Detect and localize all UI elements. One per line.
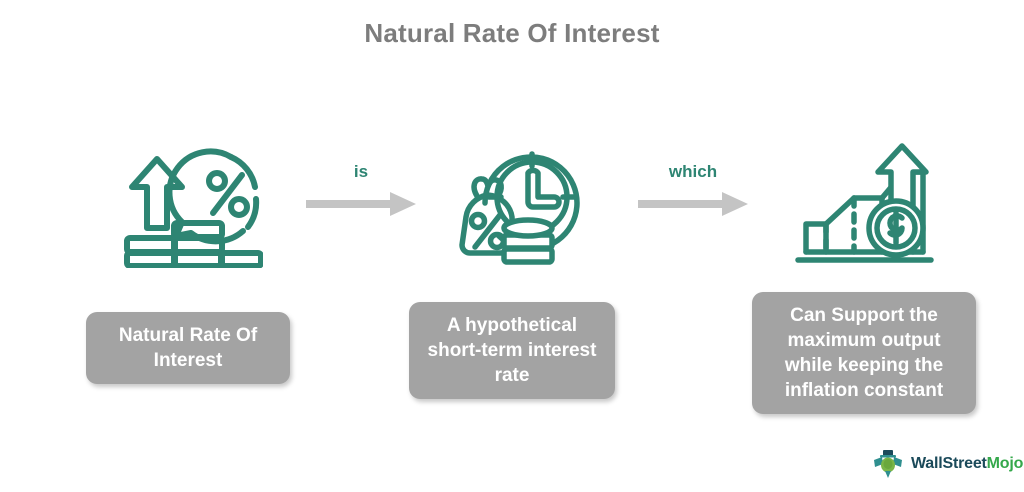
- flow-stage-3: Can Support the maximum output while kee…: [734, 140, 994, 414]
- growth-arrow-percent-coins-icon: [113, 140, 263, 270]
- flow-connector-1: is: [296, 162, 426, 242]
- logo-text-secondary: Mojo: [986, 455, 1024, 472]
- arrow-right-icon: [306, 192, 416, 216]
- page-title: Natural Rate Of Interest: [364, 18, 660, 48]
- logo-wordmark: WallStreetMojo: [911, 455, 1023, 473]
- flow-connector-2: which: [628, 162, 758, 242]
- wallstreetmojo-logo[interactable]: WallStreetMojo: [872, 448, 1023, 480]
- logo-text-primary: WallStreet: [911, 455, 987, 472]
- bar-chart-growth-dollar-coin-icon: [792, 140, 937, 270]
- flow-stage-1-label: Natural Rate Of Interest: [86, 312, 290, 384]
- flow-stage-2-label: A hypothetical short-term interest rate: [409, 302, 615, 399]
- arrow-right-icon: [638, 192, 748, 216]
- flow-stage-3-label: Can Support the maximum output while kee…: [752, 292, 976, 414]
- flow-stage-2: A hypothetical short-term interest rate: [382, 140, 642, 399]
- wallstreetmojo-mascot-icon: [874, 450, 902, 478]
- flow-connector-2-label: which: [668, 162, 718, 181]
- clock-money-bag-percent-coins-icon: [442, 140, 582, 270]
- flow-diagram: Natural Rate Of Interest is: [0, 140, 1024, 440]
- flow-stage-1: Natural Rate Of Interest: [58, 140, 318, 384]
- flow-connector-1-label: is: [353, 162, 369, 181]
